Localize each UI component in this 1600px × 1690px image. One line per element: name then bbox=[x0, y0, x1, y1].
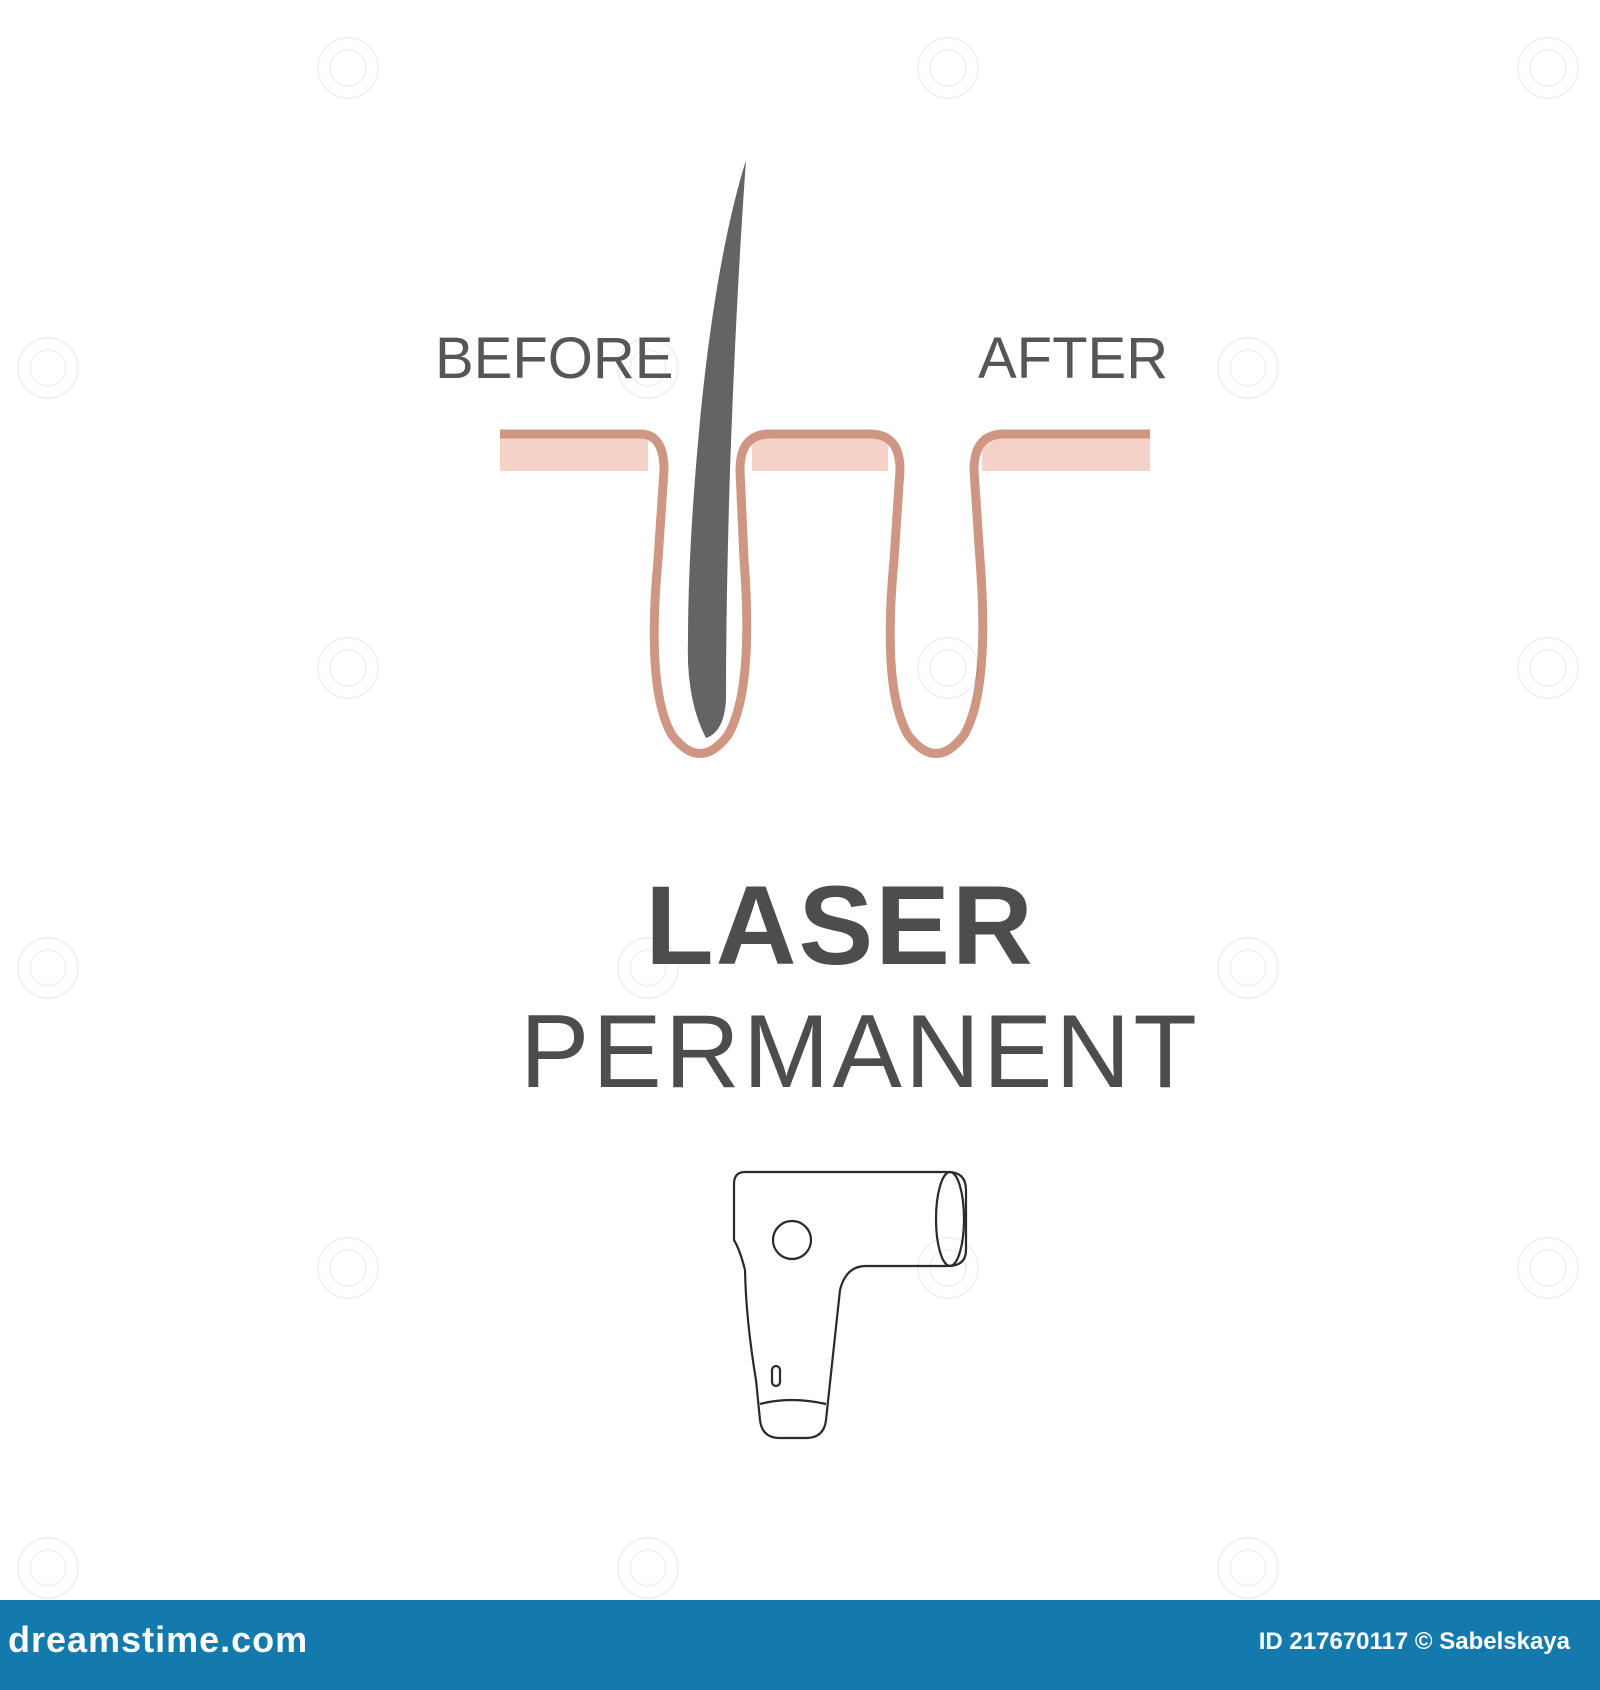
skin-band-left bbox=[500, 435, 648, 471]
after-label: AFTER bbox=[978, 326, 1169, 391]
hair-strand-icon bbox=[687, 160, 746, 738]
stock-footer-bar: dreamstime.com ID 217670117 © Sabelskaya bbox=[0, 1600, 1600, 1690]
before-label: BEFORE bbox=[435, 326, 674, 391]
footer-credit: ID 217670117 © Sabelskaya bbox=[1258, 1628, 1570, 1655]
hair-follicle-diagram bbox=[17, 37, 1579, 1599]
skin-band-right bbox=[982, 435, 1150, 471]
footer-logo: dreamstime.com bbox=[8, 1619, 309, 1660]
title-laser: LASER bbox=[645, 863, 1035, 988]
watermark-pattern bbox=[17, 37, 1579, 1599]
skin-outline bbox=[500, 429, 1150, 758]
laser-epilator-device-icon bbox=[732, 1170, 968, 1440]
skin-band-middle bbox=[752, 435, 888, 471]
subtitle-permanent: PERMANENT bbox=[520, 994, 1200, 1110]
